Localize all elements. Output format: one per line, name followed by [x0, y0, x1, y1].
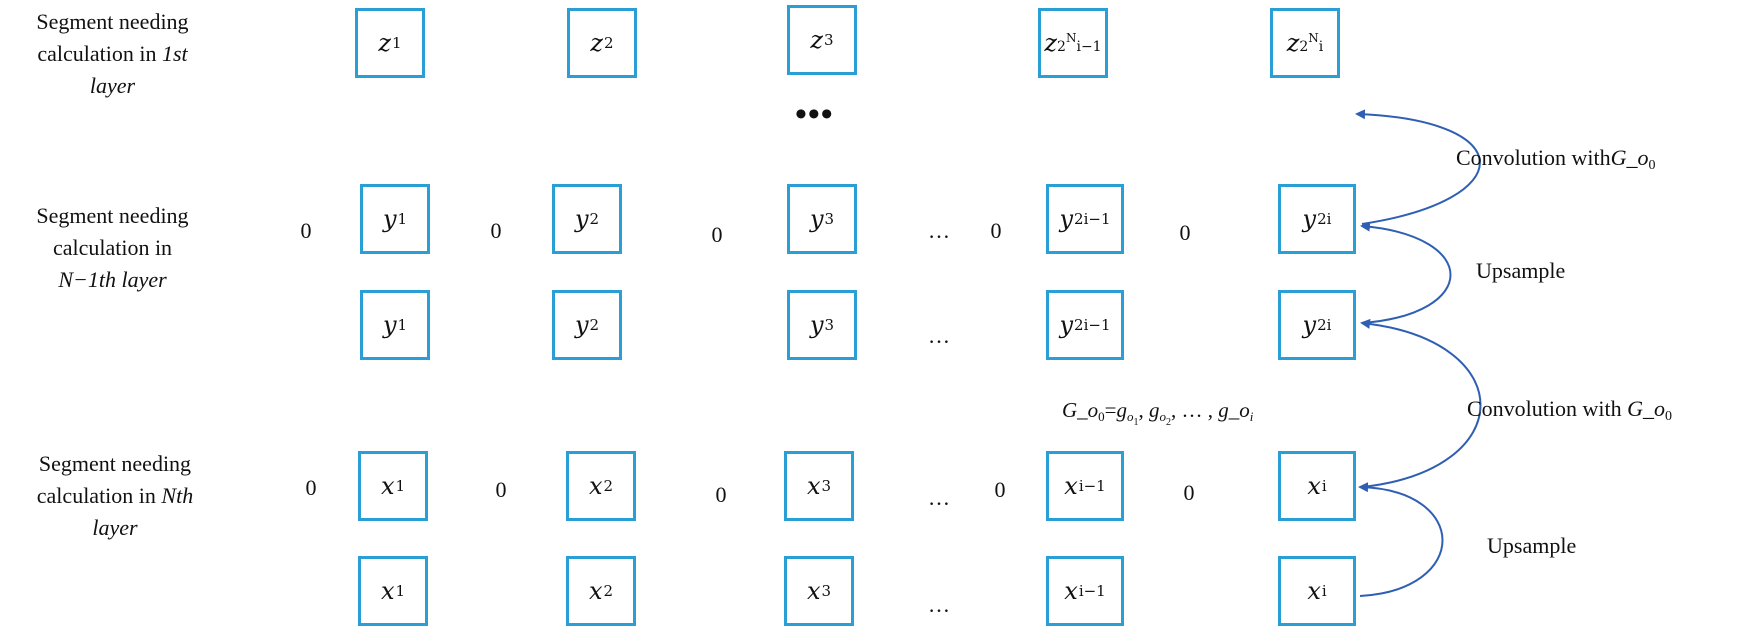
label-first-layer-suffix: layer — [89, 73, 136, 98]
ellipsis-x-bottom: … — [928, 592, 952, 617]
zero-x-3: 0 — [994, 477, 1006, 502]
vertical-ellipsis-dots: ••• — [795, 96, 834, 133]
zero-x-4: 0 — [1183, 480, 1195, 505]
filter-formula: G_o0=go1, go2, … , g_oi — [1062, 398, 1254, 428]
label-nth-emph: Nth — [161, 483, 194, 508]
ellipsis-y-top: … — [928, 218, 952, 243]
label-first-layer-prefix: Segment needing calculation in — [36, 9, 189, 66]
label-first-layer: Segment needing calculation in 1st layer — [0, 6, 225, 102]
zero-x-0: 0 — [305, 475, 317, 500]
label-nminus1-line2: calculation in — [52, 235, 173, 260]
zero-y-3: 0 — [990, 218, 1002, 243]
side-label-upsample-top: Upsample — [1476, 258, 1566, 283]
label-first-layer-emph: 1st — [161, 41, 188, 66]
side-label-upsample-bottom: Upsample — [1487, 533, 1577, 558]
zero-x-2: 0 — [715, 482, 727, 507]
zero-x-1: 0 — [495, 477, 507, 502]
ellipsis-x-top: … — [928, 485, 952, 510]
zero-y-4: 0 — [1179, 220, 1191, 245]
zero-y-2: 0 — [711, 222, 723, 247]
label-nminus1-line1: Segment needing — [36, 203, 189, 228]
arrow-upsample-bottom — [1358, 482, 1444, 597]
label-nth-line1: Segment needing — [38, 451, 192, 476]
arrow-convolution-mid — [1360, 318, 1482, 488]
label-nminus1-layer: Segment needing calculation in N−1th lay… — [0, 200, 225, 296]
side-label-convolution-top: Convolution withG_o0 — [1456, 145, 1656, 173]
label-nth-line3: layer — [92, 515, 138, 540]
arrow-convolution-top — [1355, 109, 1481, 225]
zero-y-0: 0 — [300, 218, 312, 243]
side-label-convolution-mid: Convolution with G_o0 — [1467, 396, 1673, 424]
zero-y-1: 0 — [490, 218, 502, 243]
label-nth-layer: Segment needing calculation in Nth layer — [0, 448, 230, 544]
arrow-upsample-top — [1360, 221, 1452, 324]
label-nth-line2: calculation in — [36, 483, 162, 508]
ellipsis-y-bottom: … — [928, 323, 952, 348]
label-nminus1-emph: N−1th layer — [58, 267, 167, 292]
